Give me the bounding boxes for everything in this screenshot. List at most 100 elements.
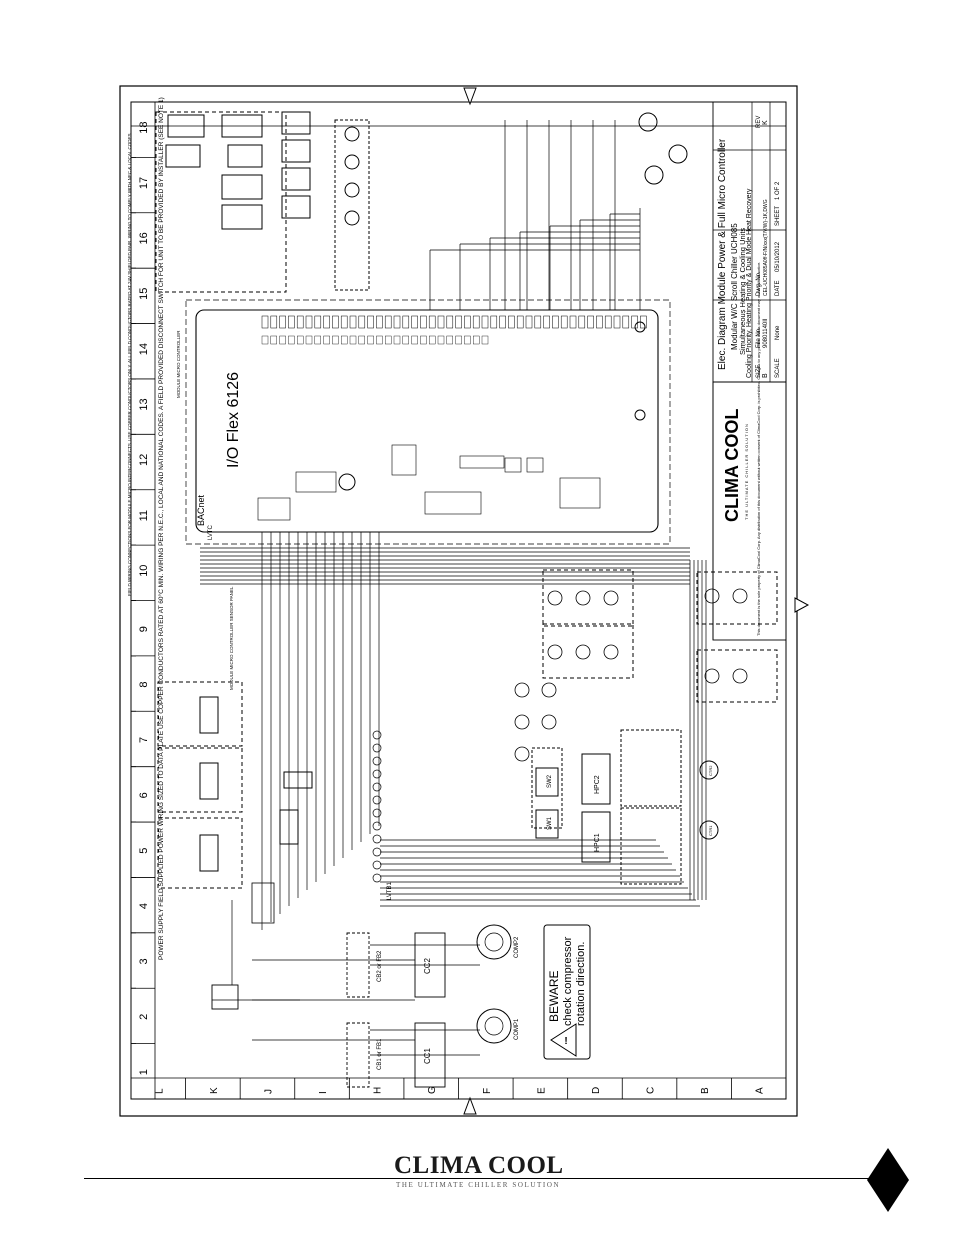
row-label: G <box>427 1086 438 1094</box>
controller-enclosure <box>185 299 671 545</box>
wiring-harness <box>200 120 707 1056</box>
ctr2-coil <box>699 760 719 780</box>
column-label: 7 <box>138 737 150 743</box>
comp-module-1 <box>620 807 682 885</box>
comp2-motor <box>476 924 512 960</box>
svg-text:check compressor: check compressor <box>562 936 574 1026</box>
title-block-title: Elec. Diagram Module Power & Full Micro … <box>717 138 728 370</box>
svg-text:SCALE: SCALE <box>775 358 781 378</box>
svg-text:LVTB1: LVTB1 <box>387 881 393 900</box>
svg-text:SW1: SW1 <box>547 816 553 830</box>
orientation-marker-top <box>463 87 477 106</box>
svg-text:HPC1: HPC1 <box>594 833 601 852</box>
svg-text:CB2 or FB2: CB2 or FB2 <box>377 950 383 982</box>
column-label: 2 <box>138 1014 150 1020</box>
beware-warning: ! BEWARE check compressor rotation direc… <box>543 924 591 1060</box>
sw2-switch <box>535 767 559 797</box>
svg-text:CTR1: CTR1 <box>708 825 713 836</box>
orientation-marker-bottom <box>463 1096 477 1115</box>
svg-text:REV: REV <box>756 116 762 128</box>
power-supply-box-3 <box>157 681 243 747</box>
column-label: 13 <box>138 398 150 410</box>
svg-text:DATE: DATE <box>775 280 781 296</box>
hpc2-switch <box>581 753 611 805</box>
svg-text:BEWARE: BEWARE <box>547 970 561 1022</box>
svg-text:HPC2: HPC2 <box>594 775 601 794</box>
svg-text:COMP1: COMP1 <box>514 1018 520 1040</box>
controller-name: I/O Flex 6126 <box>225 372 242 468</box>
power-supply-box-1 <box>157 817 243 889</box>
row-label: H <box>373 1087 384 1094</box>
svg-text:90801140II: 90801140II <box>763 318 769 348</box>
power-terminal-block <box>211 984 239 1010</box>
power-supply-box-2 <box>157 747 243 813</box>
orientation-marker-right <box>794 597 810 613</box>
power-supply-section: POWER SUPPLY FIELD SUPPLIED POWER WIRING… <box>157 97 520 1088</box>
svg-text:None: None <box>775 325 781 340</box>
svg-text:CC1: CC1 <box>423 1047 432 1064</box>
column-label: 1 <box>138 1069 150 1075</box>
transformer-section: LVTB1 LVTC MODULE MICRO CONTROLLER SENSO… <box>127 134 393 901</box>
row-label: L <box>154 1088 165 1094</box>
warning-triangle-icon <box>550 1023 577 1057</box>
footer-rule <box>84 1178 870 1179</box>
sw1-switch <box>535 809 559 839</box>
svg-text:CB1 or FB1: CB1 or FB1 <box>377 1038 383 1070</box>
column-label: 17 <box>138 177 150 189</box>
title-block-logo: CLIMA COOL <box>722 409 742 522</box>
svg-text:MODULE MICRO CONTROLLER SENSOR: MODULE MICRO CONTROLLER SENSOR PANEL <box>229 586 234 690</box>
svg-text:Dwg. No.: Dwg. No. <box>756 271 762 296</box>
svg-text:CC2: CC2 <box>423 957 432 974</box>
title-block-line4: Cooling Priority, Heating Priority & Dua… <box>746 188 753 378</box>
title-block-line2: Modular W/C Scroll Chiller UCH085 <box>730 223 739 350</box>
svg-text:SW2: SW2 <box>547 774 553 788</box>
svg-text:SHEET: SHEET <box>775 206 781 226</box>
column-label: 8 <box>138 681 150 687</box>
row-label: F <box>482 1088 493 1094</box>
row-label: A <box>755 1087 766 1094</box>
column-label: 18 <box>138 121 150 133</box>
comp-module-2 <box>620 729 682 807</box>
svg-text:CEL-UCH085A0ff-F/N/xxx(T/V/W)-: CEL-UCH085A0ff-F/N/xxx(T/V/W)-1K,DWG <box>763 199 769 296</box>
column-label: 9 <box>138 626 150 632</box>
title-block: Elec. Diagram Module Power & Full Micro … <box>712 101 787 641</box>
hpc1-switch <box>581 811 611 863</box>
svg-text:COMP2: COMP2 <box>514 936 520 958</box>
row-label: B <box>700 1087 711 1094</box>
column-label: 11 <box>138 510 150 521</box>
svg-text:LVTC: LVTC <box>208 524 214 540</box>
page-diamond-icon <box>867 1148 909 1212</box>
column-label: 15 <box>138 288 150 300</box>
safety-switch-section: SW1 SW2 HPC1 HPC2 CTR1 CTR2 <box>531 729 719 885</box>
svg-text:05/10/2012: 05/10/2012 <box>775 241 781 272</box>
title-block-disclaimer: This document is the sole property of Cl… <box>756 262 761 636</box>
column-label: 6 <box>138 792 150 798</box>
column-label: 5 <box>138 848 150 854</box>
column-label: 16 <box>138 232 150 244</box>
title-block-line3: Simultaneous Heating & Cooling Units <box>738 228 747 355</box>
row-label: I <box>318 1091 329 1094</box>
comp1-motor <box>476 1008 512 1044</box>
ctr1-coil <box>699 820 719 840</box>
power-supply-note: POWER SUPPLY FIELD SUPPLIED POWER WIRING… <box>157 97 165 960</box>
footer-logo: CLIMA COOL THE ULTIMATE CHILLER SOLUTION <box>394 1152 564 1189</box>
ctr-fuse-block <box>251 882 275 924</box>
svg-text:1 OF 2: 1 OF 2 <box>775 181 781 200</box>
cb2-breaker <box>346 932 370 998</box>
column-label: 14 <box>138 343 150 355</box>
row-label: J <box>263 1089 274 1094</box>
svg-text:THE ULTIMATE CHILLER SOLUTION: THE ULTIMATE CHILLER SOLUTION <box>744 423 749 520</box>
svg-text:!: ! <box>564 1036 567 1047</box>
svg-text:B: B <box>762 373 769 378</box>
controller-board <box>195 309 659 533</box>
valve-section <box>514 569 778 762</box>
column-label: 4 <box>138 903 150 909</box>
svg-text:File No.: File No. <box>756 327 762 348</box>
svg-text:rotation direction.: rotation direction. <box>575 942 587 1026</box>
outer-frame <box>119 85 798 1117</box>
row-label: D <box>591 1087 602 1094</box>
relay-group <box>155 111 688 293</box>
column-label: 12 <box>138 454 150 466</box>
